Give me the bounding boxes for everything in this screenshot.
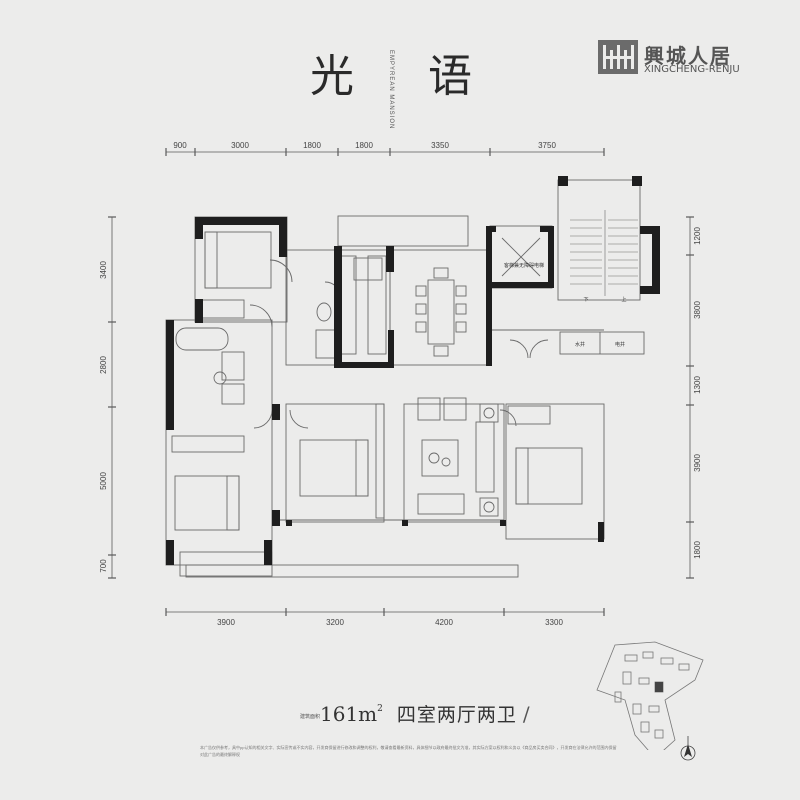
dim-top-5: 3350 <box>431 141 449 150</box>
dim-top-2: 3000 <box>231 141 249 150</box>
dim-top-1: 900 <box>173 141 187 150</box>
electric-shaft-label: 电井 <box>615 341 625 348</box>
disclaimer-text: 本广告仅供参考，具中pp认知的相关文字、实际宣传或不实内容，开发商保留进行修改和… <box>200 745 617 757</box>
layout-slash: / <box>522 702 530 726</box>
layout-label: 四室两厅两卫 <box>396 704 517 726</box>
dim-left-4: 700 <box>99 559 108 573</box>
dim-right-2: 3800 <box>693 301 702 319</box>
dim-top-3: 1800 <box>303 141 321 150</box>
dim-bottom-3: 4200 <box>435 618 453 627</box>
stair-down-label: 下 <box>583 297 588 303</box>
dim-right-3: 1300 <box>693 376 702 394</box>
elevator-label: 客梯兼无障碍电梯 <box>504 262 544 269</box>
project-title: 光 语 <box>310 51 502 102</box>
area-prefix: 建筑面积 <box>300 713 321 720</box>
brand-name-cn: 興城人居 <box>644 44 732 68</box>
unit-info: 建筑面积161m2 四室两厅两卫/ <box>300 700 530 727</box>
brand-name-en: XINGCHENG-RENJU <box>644 64 740 75</box>
dim-left-2: 2800 <box>99 356 108 374</box>
dim-bottom-2: 3200 <box>326 618 344 627</box>
logo-icon <box>598 40 638 74</box>
compass-icon <box>680 736 696 761</box>
dim-bottom-1: 3900 <box>217 618 235 627</box>
project-subtitle-en: EMPYREAN MANSION <box>388 50 394 130</box>
dim-right-4: 3900 <box>693 454 702 472</box>
area-unit-sup: 2 <box>377 704 383 714</box>
dim-right-5: 1800 <box>693 541 702 559</box>
dim-left-3: 5000 <box>99 472 108 490</box>
site-plan-icon <box>596 641 704 750</box>
dim-top-4: 1800 <box>355 141 373 150</box>
dim-left-1: 3400 <box>99 261 108 279</box>
dim-right-1: 1200 <box>693 227 702 245</box>
dim-bottom-4: 3300 <box>545 618 563 627</box>
dim-top-6: 3750 <box>538 141 556 150</box>
water-shaft-label: 水井 <box>575 341 585 348</box>
area-value: 161m <box>320 702 378 726</box>
stair-up-label: 上 <box>621 296 626 303</box>
